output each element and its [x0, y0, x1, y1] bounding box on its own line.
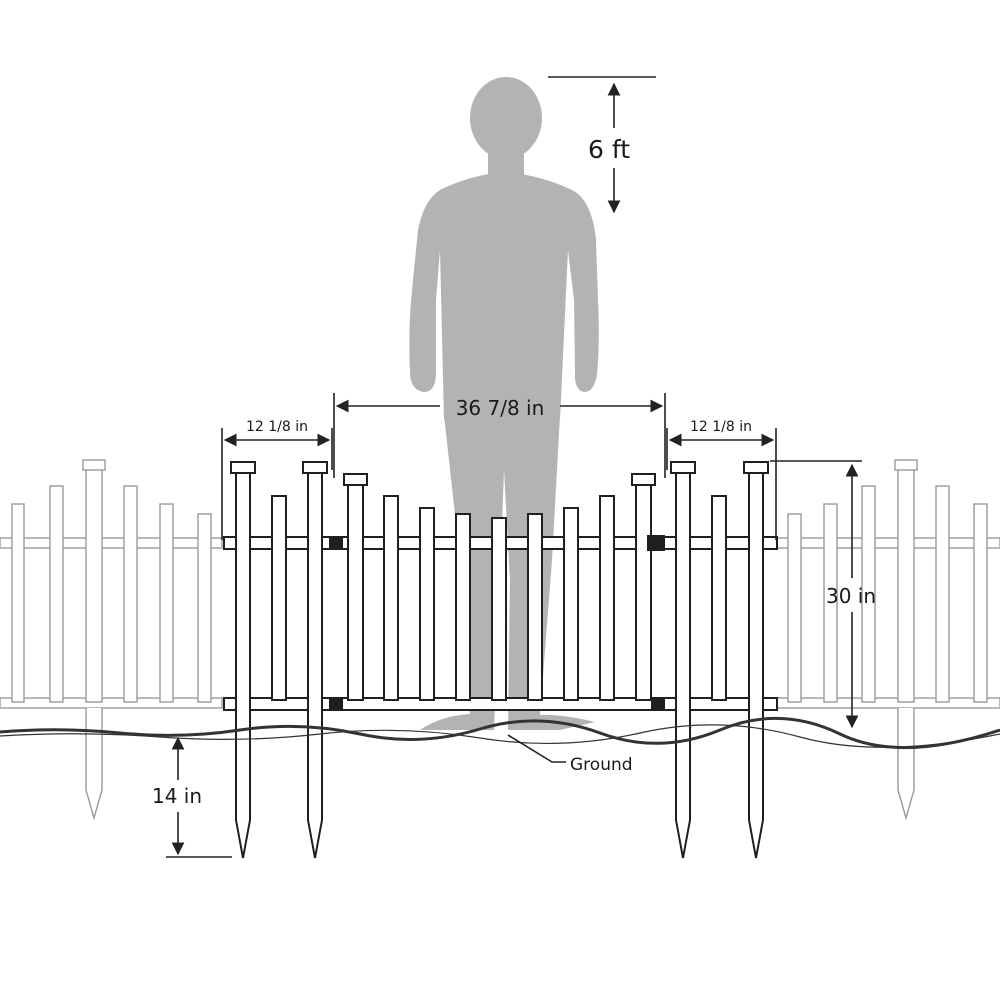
picket [419, 507, 435, 701]
right-width-label: 12 1/8 in [690, 419, 752, 435]
post-cap [670, 461, 696, 474]
picket [383, 495, 399, 701]
post-cap [631, 473, 656, 486]
main-fence [223, 461, 778, 859]
person-height-label: 6 ft [588, 135, 630, 164]
dimension-right-width [666, 428, 777, 540]
picket [599, 495, 615, 701]
post-stake [235, 471, 251, 859]
post-cap [302, 461, 328, 474]
post [347, 483, 364, 701]
person-silhouette [409, 77, 599, 730]
post-cap [743, 461, 769, 474]
stake-depth-label: 14 in [152, 784, 202, 808]
fence-height-label: 30 in [826, 584, 876, 608]
center-width-label: 36 7/8 in [456, 396, 545, 420]
picket [491, 517, 507, 701]
ground-line [0, 717, 1000, 750]
post-stake [748, 471, 764, 859]
post [635, 483, 652, 701]
picket [527, 513, 543, 701]
dimension-person-height [548, 76, 656, 214]
dimension-fence-height [770, 460, 862, 729]
picket [563, 507, 579, 701]
background-fence-left [0, 459, 223, 821]
post-stake [307, 471, 323, 859]
picket [455, 513, 471, 701]
post-cap [230, 461, 256, 474]
ground-leader [507, 734, 566, 763]
ground-label: Ground [570, 755, 633, 775]
background-fence-right [774, 459, 1000, 821]
dimension-center-width [333, 393, 666, 478]
dimension-left-width [221, 428, 333, 540]
left-width-label: 12 1/8 in [246, 419, 308, 435]
post-stake [675, 471, 691, 859]
picket [271, 495, 287, 701]
dimension-stake-depth [166, 736, 232, 858]
picket [711, 495, 727, 701]
post-cap [343, 473, 368, 486]
